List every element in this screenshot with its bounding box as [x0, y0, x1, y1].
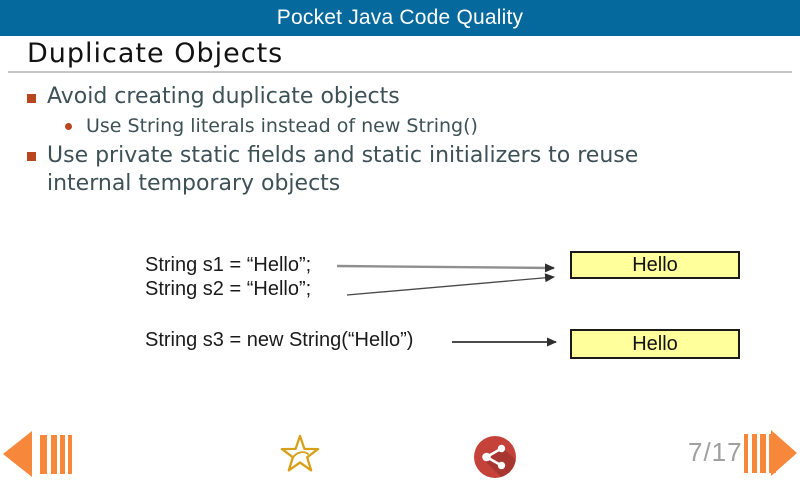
arrow-s1-to-box [336, 263, 555, 273]
bullet-item: Avoid creating duplicate objects [27, 84, 400, 109]
share-button[interactable] [473, 435, 517, 479]
sub-bullet-item: Use String literals instead of new Strin… [65, 115, 478, 137]
next-slide-button[interactable] [714, 430, 798, 478]
rate-button[interactable] [278, 432, 322, 478]
rate-star-icon [280, 434, 320, 472]
share-icon [474, 436, 516, 478]
code-line-s2: String s2 = “Hello”; [145, 278, 312, 300]
bullet-item: Use private static fields and static ini… [27, 142, 638, 198]
slide-title: Duplicate Objects [27, 38, 284, 69]
arrow-s2-to-box [346, 273, 555, 296]
square-bullet-icon [27, 94, 36, 103]
round-bullet-icon [65, 123, 72, 130]
app-title: Pocket Java Code Quality [276, 6, 524, 29]
sub-bullet-text: Use String literals instead of new Strin… [86, 115, 478, 137]
code-line-s3: String s3 = new String(“Hello”) [145, 329, 414, 351]
bullet-text: Use private static fields and static ini… [47, 143, 639, 196]
string-object-box: Hello [570, 329, 740, 359]
string-object-box: Hello [570, 251, 740, 279]
code-line-s1: String s1 = “Hello”; [145, 254, 312, 276]
next-arrow-icon [744, 430, 797, 476]
page-indicator: 7/17 [688, 437, 743, 467]
square-bullet-icon [27, 152, 36, 161]
title-divider [8, 71, 792, 73]
previous-slide-button[interactable] [2, 431, 86, 479]
previous-arrow-icon [3, 431, 72, 477]
bullet-text: Avoid creating duplicate objects [47, 84, 400, 109]
app-titlebar: Pocket Java Code Quality [0, 0, 800, 36]
